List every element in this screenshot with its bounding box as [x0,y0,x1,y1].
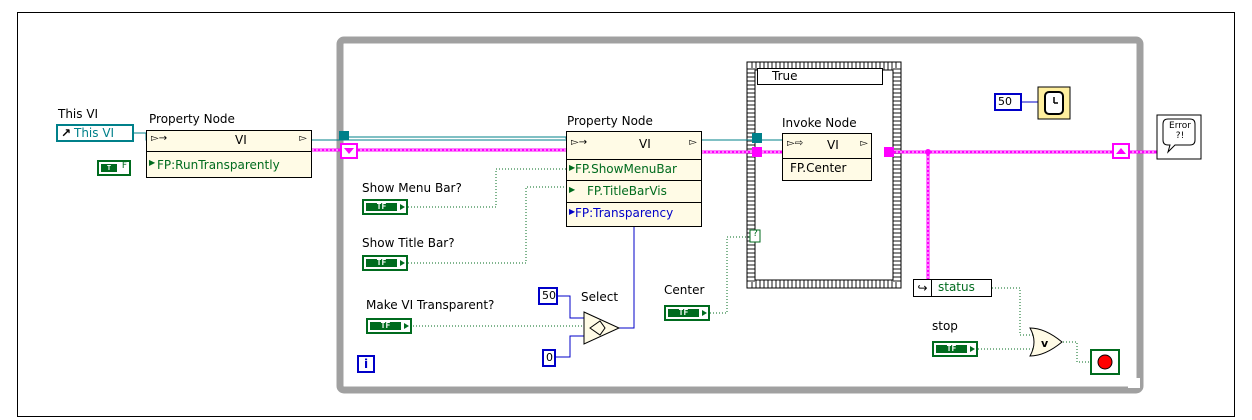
prop-transparency[interactable]: ▶ FP:Transparency [567,203,701,226]
bool-tf-glyph: TF [366,259,397,267]
write-arrow-icon: ▶ [149,158,156,167]
case-selector[interactable]: True [757,68,883,85]
bool-f-glyph: F [121,161,127,171]
write-arrow-icon: ▶ [569,163,576,172]
unbundle-status[interactable]: ↪ status [913,279,992,297]
pn-property-label: FP:RunTransparently [157,158,280,172]
stop-label: stop [932,319,958,333]
select-function [583,311,621,345]
invoke-class-label: VI [827,138,839,152]
invoke-node-header: ▻⇨ VI ▻ [783,134,871,159]
ref-out-icon: ▻ [860,138,868,149]
this-vi-label: This VI [58,107,99,121]
prop-0-label: FP.ShowMenuBar [575,162,677,176]
case-selector-value: True [772,69,798,83]
constant-50[interactable]: 50 [538,287,558,305]
invoke-method-label: FP.Center [790,161,847,175]
case-structure-frame [747,62,901,288]
ref-in-icon: ▻→ [571,137,588,148]
constant-0[interactable]: 0 [542,349,556,367]
bool-glyph: T [101,164,117,172]
prop-1-label: FP.TitleBarVis [587,184,667,198]
property-node-2-header: ▻→ VI ▻ [567,132,701,160]
error-wire [312,148,1160,285]
select-label: Select [581,290,619,304]
ref-out-icon: ▻ [299,133,307,144]
show-title-bar-label: Show Title Bar? [362,236,455,250]
this-vi-reference[interactable]: ↗ This VI [56,124,134,142]
bool-constant-true[interactable]: T F [97,160,131,176]
bool-tf-glyph: TF [936,345,967,353]
ref-arrow-icon: ↗ [61,126,72,140]
write-arrow-icon: ▶ [569,185,576,194]
case-tunnel-question: ? [753,229,758,239]
invoke-node-label: Invoke Node [782,116,857,130]
show-menu-bar-control[interactable]: TF [362,199,408,215]
stop-control[interactable]: TF [932,341,978,357]
status-label: status [938,280,975,294]
or-function [1029,327,1063,357]
pn-class-label: VI [235,133,247,147]
show-title-bar-control[interactable]: TF [362,255,408,271]
bool-tf-glyph: TF [366,203,397,211]
ref-in-icon: ▻→ [151,133,168,144]
center-control[interactable]: TF [664,305,710,321]
property-row[interactable]: ▶ FP:RunTransparently [147,151,311,178]
property-node-label-1: Property Node [149,112,235,126]
this-vi-ref-text: This VI [74,126,115,140]
center-label: Center [664,283,705,297]
while-loop-frame [336,36,1144,394]
invoke-node[interactable]: ▻⇨ VI ▻ FP.Center [782,133,872,181]
pn2-class-label: VI [639,137,651,151]
property-node-2[interactable]: ▻→ VI ▻ ▶ FP.ShowMenuBar ▶ FP.TitleBarVi… [566,131,702,227]
invoke-method-row[interactable]: FP.Center [783,158,871,180]
bool-tf-glyph: TF [370,322,401,330]
error-handler-text: Error ?! [1169,121,1191,141]
invoke-icon: ▻⇨ [787,138,804,149]
ref-out-icon: ▻ [689,137,697,148]
property-node-label-2: Property Node [567,114,653,128]
bool-tf-glyph: TF [668,309,699,317]
unbundle-arrow-icon: ↪ [914,280,932,296]
property-node-header: ▻→ VI ▻ [147,131,311,152]
svg-text:v: v [1041,337,1049,350]
prop-2-label: FP:Transparency [575,206,674,220]
prop-title-bar-vis[interactable]: ▶ FP.TitleBarVis [567,181,701,203]
make-transparent-label: Make VI Transparent? [366,298,495,312]
write-arrow-icon: ▶ [569,207,576,216]
prop-show-menu-bar[interactable]: ▶ FP.ShowMenuBar [567,159,701,181]
property-node-1[interactable]: ▻→ VI ▻ ▶ FP:RunTransparently [146,130,312,178]
wait-constant[interactable]: 50 [994,93,1022,111]
show-menu-bar-label: Show Menu Bar? [362,181,462,195]
make-transparent-control[interactable]: TF [366,318,412,334]
iteration-terminal: i [357,355,375,373]
